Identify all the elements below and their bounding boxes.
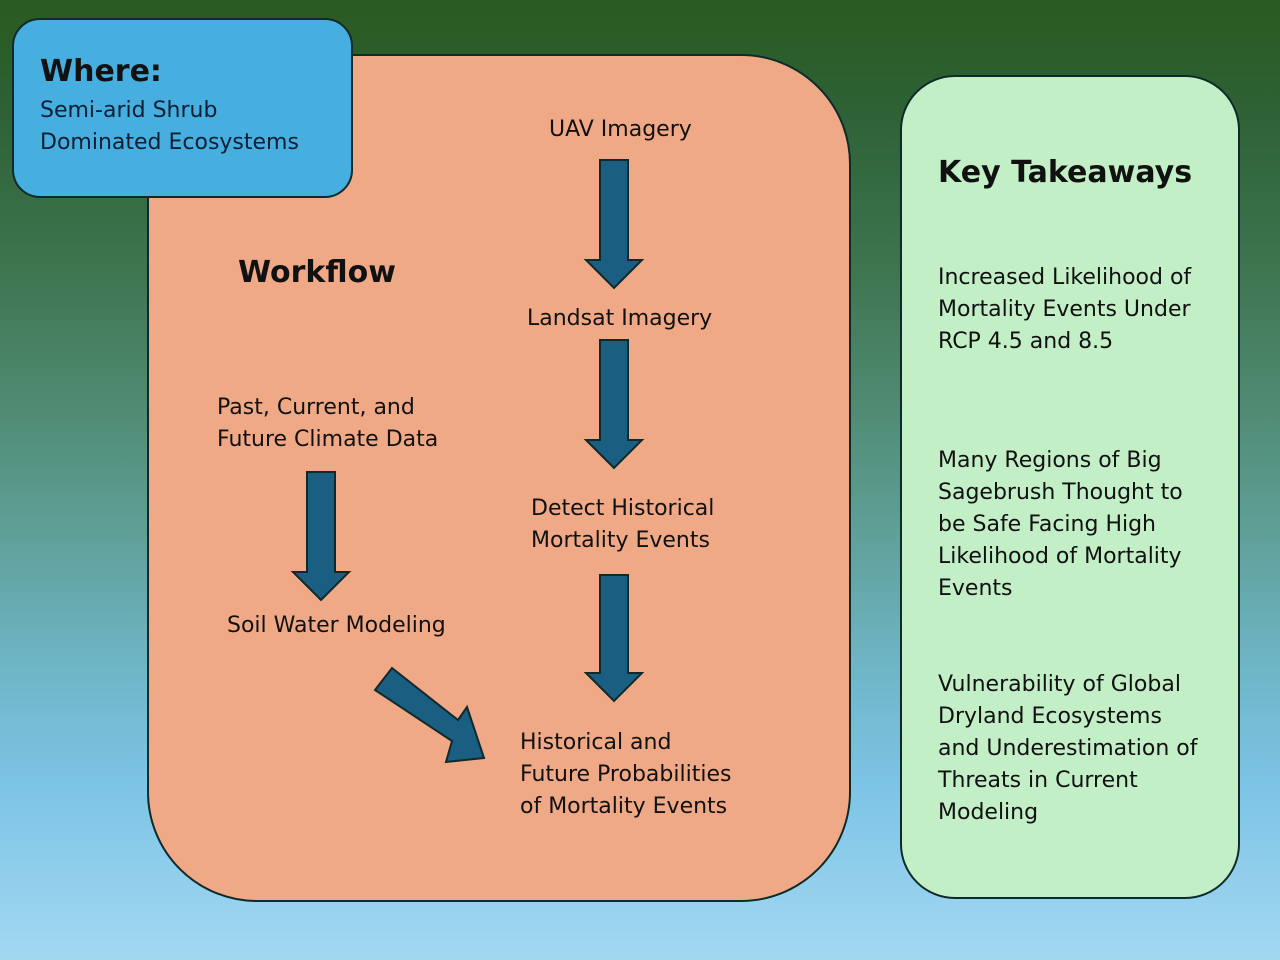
takeaway-item: Vulnerability of Global Dryland Ecosyste… — [938, 672, 1198, 825]
takeaways-panel — [900, 75, 1240, 899]
where-title: Where: — [40, 54, 162, 89]
takeaway-item: Many Regions of Big Sagebrush Thought to… — [938, 448, 1183, 601]
arrow-down-icon — [290, 471, 352, 602]
node-landsat-imagery: Landsat Imagery — [527, 306, 713, 331]
workflow-title: Workflow — [238, 255, 396, 290]
node-detect-events: Detect Historical Mortality Events — [531, 496, 715, 553]
node-mortality-probabilities: Historical and Future Probabilities of M… — [520, 730, 732, 819]
arrow-down-icon — [583, 159, 645, 290]
node-climate-data: Past, Current, and Future Climate Data — [217, 395, 439, 452]
where-text: Semi-arid Shrub Dominated Ecosystems — [40, 98, 299, 155]
takeaways-title: Key Takeaways — [938, 155, 1193, 190]
arrow-diagonal-icon — [373, 666, 486, 764]
takeaway-item: Increased Likelihood of Mortality Events… — [938, 265, 1192, 354]
where-panel — [12, 18, 353, 198]
arrow-down-icon — [583, 339, 645, 470]
node-soil-water-modeling: Soil Water Modeling — [227, 613, 446, 638]
node-uav-imagery: UAV Imagery — [549, 117, 692, 142]
arrow-down-icon — [583, 574, 645, 703]
